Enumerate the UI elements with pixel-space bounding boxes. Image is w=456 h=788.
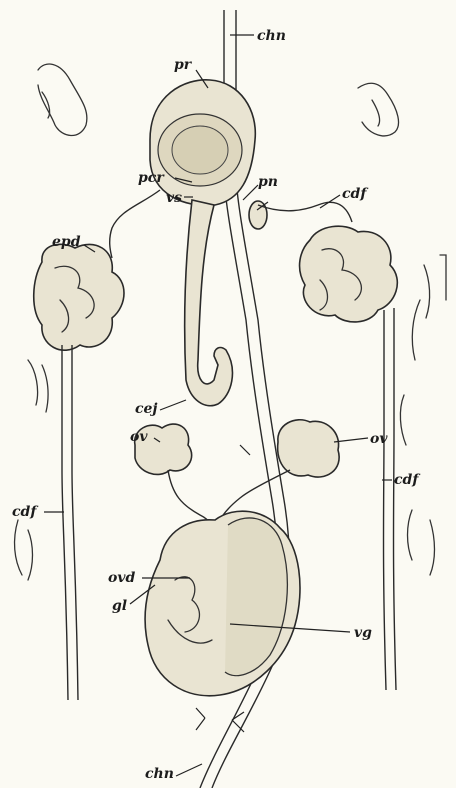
label-ov-left: ov (130, 429, 148, 445)
label-pr: pr (174, 57, 193, 73)
label-gl: gl (112, 598, 127, 614)
female-gland-complex (145, 511, 300, 696)
right-long-duct (384, 310, 387, 690)
label-ovd: ovd (108, 570, 135, 586)
label-epd: epd (52, 234, 81, 250)
label-cdf-right-top: cdf (342, 186, 369, 202)
label-chn-bottom: chn (145, 766, 174, 782)
ejaculatory-duct (185, 200, 233, 406)
label-cdf-left: cdf (12, 504, 39, 520)
label-pn: pn (258, 174, 278, 190)
label-vs: vs (166, 190, 182, 206)
right-long-duct-outline (394, 308, 397, 690)
left-long-duct-outline (72, 345, 78, 700)
label-cdf-right: cdf (394, 472, 421, 488)
right-vas-deferens (258, 202, 352, 222)
left-epididymis (34, 244, 124, 350)
prostate (150, 80, 255, 206)
label-vg: vg (354, 625, 372, 641)
left-vas-deferens (110, 190, 160, 258)
left-long-duct (62, 345, 68, 700)
label-pcr: pcr (138, 170, 165, 186)
label-chn-top: chn (257, 28, 286, 44)
label-cej: cej (135, 401, 158, 417)
label-ov-right: ov (370, 431, 388, 447)
right-ovary (278, 420, 340, 477)
right-epididymis (300, 226, 398, 322)
